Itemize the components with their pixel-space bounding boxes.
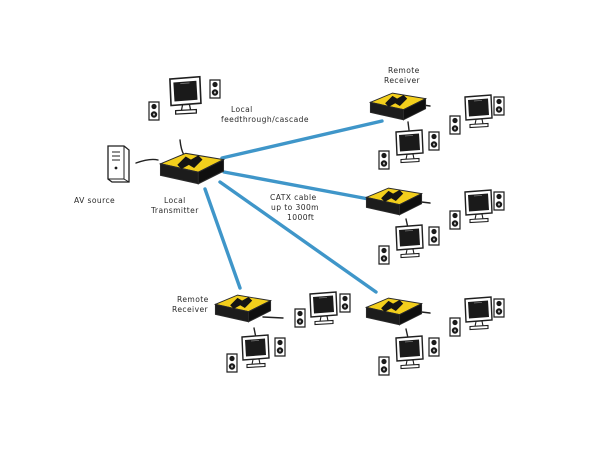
remote-receiver-left-label-line2: Receiver xyxy=(172,305,209,314)
remote-receiver-unit-bottom-right xyxy=(365,297,423,326)
display-group-bottom-right-below xyxy=(378,335,440,376)
speaker-icon xyxy=(209,79,221,99)
display-group-top-right xyxy=(449,94,505,135)
remote-receiver-top-label-line2: Receiver xyxy=(384,76,421,85)
remote-receiver-unit-middle xyxy=(365,187,423,216)
cable-label-line1: CATX cable xyxy=(270,193,317,202)
remote-receiver-top-label-line1: Remote xyxy=(388,66,420,75)
remote-receiver-left-label-line1: Remote xyxy=(177,295,209,304)
local-feedthrough-label-line2: feedthrough/cascade xyxy=(221,115,309,124)
av-source-pc xyxy=(107,145,130,183)
monitor-icon xyxy=(169,75,202,115)
display-group-bottom-left-below xyxy=(226,334,286,373)
cable-to-bottom-right-receiver xyxy=(218,180,378,294)
local-transmitter-label-line1: Local xyxy=(164,196,186,205)
remote-receiver-unit-top xyxy=(369,92,427,121)
speaker-icon xyxy=(148,101,160,121)
display-group-middle-below xyxy=(378,224,440,265)
remote-receiver-unit-bottom-left xyxy=(214,294,272,323)
local-transmitter-label-line2: Transmitter xyxy=(150,206,199,215)
local-feedthrough-label-line1: Local xyxy=(231,105,253,114)
cable-to-left-receiver xyxy=(203,187,242,290)
catx-cables xyxy=(203,119,384,294)
cable-label-line3: 1000ft xyxy=(287,213,314,222)
local-transmitter-unit xyxy=(159,152,225,185)
av-source-label: AV source xyxy=(74,196,115,205)
display-group-bottom-right xyxy=(449,296,505,337)
cable-label-line2: up to 300m xyxy=(271,203,319,212)
display-group-middle-right xyxy=(449,189,505,230)
display-group-top-below xyxy=(378,129,440,170)
cable-to-top-receiver xyxy=(220,119,384,160)
display-group-bottom-left xyxy=(294,291,351,328)
cable-to-mid-receiver xyxy=(222,170,376,202)
local-monitor-group xyxy=(148,75,221,121)
